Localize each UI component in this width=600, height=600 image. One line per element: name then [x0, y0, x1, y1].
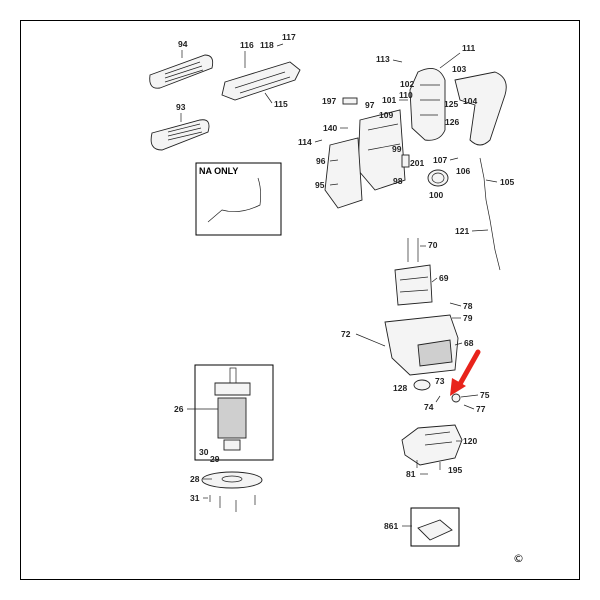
label-113: 113	[376, 54, 390, 64]
label-104: 104	[463, 96, 477, 106]
screws-31	[209, 495, 256, 512]
part-201	[401, 154, 410, 168]
label-97: 97	[365, 100, 375, 110]
inset-861	[410, 507, 460, 547]
label-861: 861	[384, 521, 398, 531]
label-77: 77	[476, 404, 486, 414]
label-75: 75	[480, 390, 490, 400]
label-31: 31	[190, 493, 200, 503]
label-72: 72	[341, 329, 351, 339]
ring-100	[427, 169, 449, 187]
label-126: 126	[445, 117, 459, 127]
label-118: 118	[260, 40, 274, 50]
label-29: 29	[210, 454, 220, 464]
label-117: 117	[282, 32, 296, 42]
handle-104	[454, 71, 507, 146]
label-107: 107	[433, 155, 447, 165]
label-98: 98	[393, 176, 403, 186]
cord-105	[479, 157, 501, 271]
label-28: 28	[190, 474, 200, 484]
label-195: 195	[448, 465, 462, 475]
label-70: 70	[428, 240, 438, 250]
side-cover-93	[150, 119, 210, 151]
armature-inset	[194, 364, 274, 461]
label-102: 102	[400, 79, 414, 89]
bearing-plate-28	[201, 471, 263, 489]
label-96: 96	[316, 156, 326, 166]
label-78: 78	[463, 301, 473, 311]
part-128	[413, 379, 431, 391]
inset-title: NA ONLY	[199, 166, 238, 176]
part-197	[342, 97, 358, 105]
part-861	[417, 519, 453, 541]
label-106: 106	[456, 166, 470, 176]
side-cover-94	[149, 54, 214, 89]
switch-96	[324, 137, 363, 209]
label-197: 197	[322, 96, 336, 106]
label-111: 111	[462, 43, 476, 53]
page-border	[20, 20, 580, 580]
label-101: 101	[382, 95, 396, 105]
label-69: 69	[439, 273, 449, 283]
label-115: 115	[274, 99, 288, 109]
label-201: 201	[410, 158, 424, 168]
label-30: 30	[199, 447, 209, 457]
label-125: 125	[444, 99, 458, 109]
armature-26	[214, 367, 251, 451]
housing-120	[401, 424, 463, 466]
screws-70	[407, 238, 419, 262]
label-100: 100	[429, 190, 443, 200]
label-74: 74	[424, 402, 434, 412]
label-120: 120	[463, 436, 477, 446]
label-116: 116	[240, 40, 254, 50]
label-94: 94	[178, 39, 188, 49]
label-103: 103	[452, 64, 466, 74]
label-79: 79	[463, 313, 473, 323]
highlight-arrow	[450, 349, 481, 396]
label-93: 93	[176, 102, 186, 112]
copyright-mark: ©	[513, 552, 524, 565]
label-73: 73	[435, 376, 445, 386]
part-75	[451, 393, 461, 403]
label-105: 105	[500, 177, 514, 187]
label-140: 140	[323, 123, 337, 133]
bracket-115	[221, 61, 301, 101]
label-128: 128	[393, 383, 407, 393]
label-81: 81	[406, 469, 416, 479]
gear-case-68	[384, 314, 459, 376]
label-114: 114	[298, 137, 312, 147]
field-69	[394, 264, 433, 306]
label-109: 109	[379, 110, 393, 120]
housing-102	[409, 67, 446, 141]
label-26: 26	[174, 404, 184, 414]
label-110: 110	[399, 90, 413, 100]
inset-wire	[207, 177, 262, 223]
label-68: 68	[464, 338, 474, 348]
na-only-inset	[195, 162, 282, 236]
label-99: 99	[392, 144, 402, 154]
label-95: 95	[315, 180, 325, 190]
label-121: 121	[455, 226, 469, 236]
